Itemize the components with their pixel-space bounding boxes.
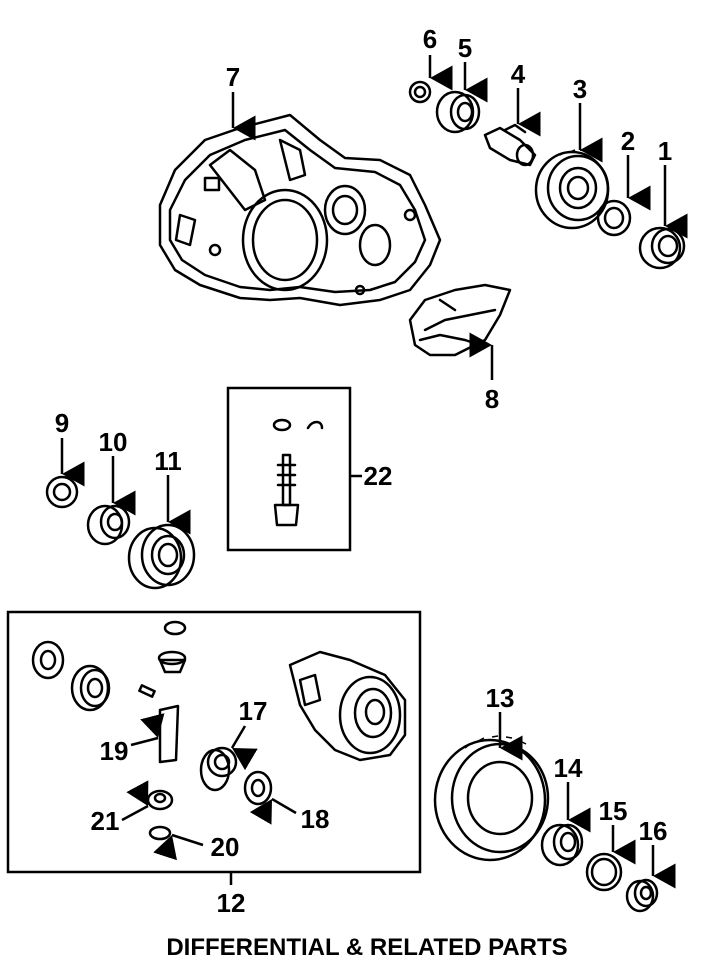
callout-1: 1 [658,136,672,166]
callout-12: 12 [217,888,246,918]
bearing-10 [86,504,131,546]
callout-11: 11 [154,446,182,476]
callout-7: 7 [226,62,240,92]
output-shaft-4 [483,123,537,167]
callout-18: 18 [301,804,330,834]
callout-22: 22 [364,461,393,491]
seal-6 [408,80,432,104]
seal-9 [45,475,79,509]
callout-17: 17 [239,696,268,726]
bearing-5 [435,90,481,134]
diagram-caption: DIFFERENTIAL & RELATED PARTS [166,934,567,961]
differential-parts [31,620,407,841]
callout-10: 10 [99,427,128,457]
leader-lines [60,55,688,889]
callout-4: 4 [511,59,526,89]
shim-15 [585,852,623,892]
differential-assembly-box [6,610,422,874]
callout-14: 14 [554,753,583,783]
callout-19: 19 [100,736,129,766]
callout-8: 8 [485,384,499,414]
callout-21: 21 [91,806,120,836]
callout-3: 3 [573,74,587,104]
callout-9: 9 [55,408,69,438]
callout-6: 6 [423,24,437,54]
case-cover [408,283,512,357]
bearing-1 [638,226,686,270]
bearing-11 [127,523,196,590]
callout-13: 13 [486,683,515,713]
bearing-16 [625,878,659,913]
seal-2 [596,199,632,237]
ring-gear-3 [534,149,610,230]
ring-gear-13 [433,735,550,862]
speedometer-drive-kit [272,418,324,527]
callout-15: 15 [599,796,628,826]
callout-16: 16 [639,816,668,846]
callout-20: 20 [211,832,240,862]
transaxle-housing [158,113,442,307]
speedometer-kit-box [226,386,352,552]
callout-2: 2 [621,126,635,156]
callout-5: 5 [458,33,472,63]
callouts: 6 5 4 3 2 1 7 8 9 10 11 22 12 13 14 15 1… [55,24,672,918]
bearing-14 [540,823,584,867]
